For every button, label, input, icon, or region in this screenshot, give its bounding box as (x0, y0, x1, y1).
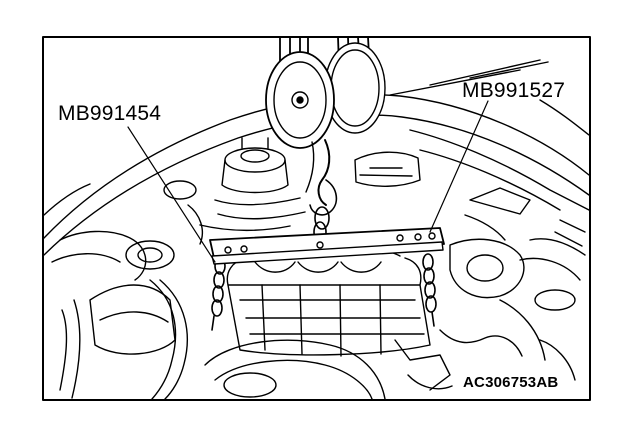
tool-callout-right: MB991527 (462, 79, 566, 102)
figure-frame (42, 36, 591, 401)
leader-line-right (429, 100, 489, 233)
tool-callout-left: MB991454 (58, 102, 162, 125)
leader-line-left (127, 126, 216, 263)
hoist-pulley (265, 36, 386, 206)
lifting-bar (209, 227, 445, 265)
figure-code: AC306753AB (463, 374, 559, 391)
